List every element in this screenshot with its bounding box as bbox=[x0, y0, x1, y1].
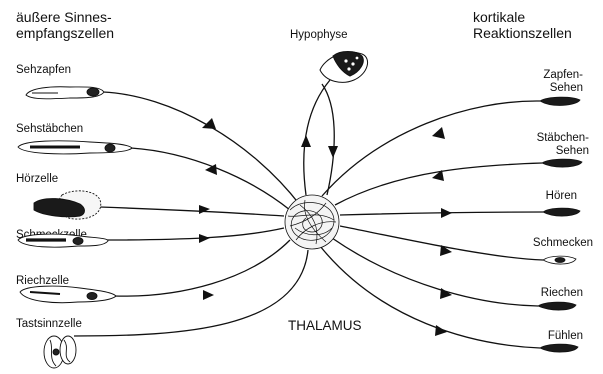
pathway-staebchen-sehen bbox=[335, 163, 542, 205]
pathway-riechen bbox=[332, 238, 538, 306]
pathway-riechzelle bbox=[114, 240, 290, 296]
receptor-cell-tastsinnzelle bbox=[44, 336, 76, 368]
receptor-cell-sehzapfen bbox=[26, 87, 104, 99]
pathway-fuehlen bbox=[320, 246, 540, 348]
cortical-cell-staebchen-sehen bbox=[542, 159, 582, 167]
hypophyse-gland bbox=[320, 52, 368, 83]
arrow-schmeckzelle bbox=[199, 234, 210, 243]
arrow-hoeren bbox=[441, 208, 452, 218]
cortical-cell-hoeren bbox=[543, 208, 580, 216]
cortical-cell-zapfen-sehen bbox=[540, 97, 580, 105]
cortical-cell-riechen bbox=[538, 302, 576, 310]
arrow-to-hypophyse bbox=[301, 135, 311, 147]
arrow-hoerzelle bbox=[199, 205, 210, 214]
pathway-zapfen-sehen bbox=[322, 101, 540, 196]
cortical-cell-schmecken-nucleus bbox=[555, 258, 565, 263]
cortical-cell-fuehlen bbox=[540, 344, 578, 352]
pathway-hypophyse-to-thalamus bbox=[322, 84, 334, 195]
arrow-riechen bbox=[440, 288, 452, 299]
pathway-schmeckzelle bbox=[106, 228, 284, 240]
pathway-hoerzelle bbox=[100, 207, 284, 216]
receptor-cell-hoerzelle bbox=[34, 191, 101, 219]
receptor-cell-sehstaebchen bbox=[18, 141, 132, 154]
arrow-from-hypophyse bbox=[328, 146, 338, 158]
arrow-riechzelle bbox=[203, 290, 214, 300]
cortical-cells bbox=[538, 97, 582, 352]
arrow-zapfen-sehen bbox=[432, 127, 445, 139]
pathway-thalamus-to-hypophyse bbox=[304, 80, 330, 195]
efferent-pathways bbox=[320, 101, 543, 348]
thalamus-ball bbox=[285, 195, 339, 249]
receptor-cell-schmeckzelle bbox=[18, 234, 108, 247]
pathway-sehstaebchen bbox=[131, 148, 290, 210]
receptor-cell-riechzelle bbox=[20, 286, 116, 303]
hypophyse-pathways bbox=[304, 80, 335, 195]
